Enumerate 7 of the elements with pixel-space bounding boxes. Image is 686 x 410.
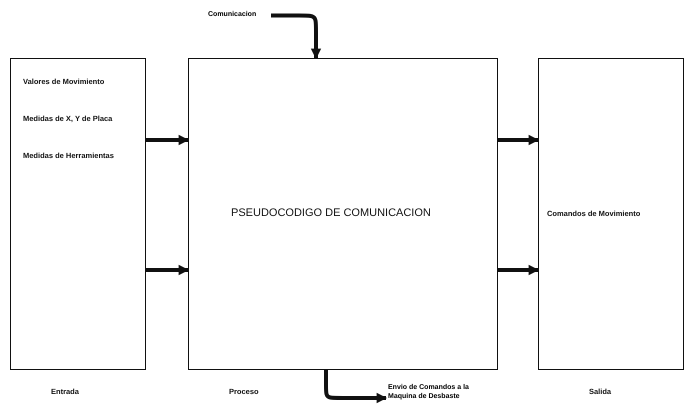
arrow — [498, 134, 540, 146]
arrow — [324, 370, 388, 404]
arrow — [271, 14, 322, 60]
main-text: PSEUDOCODIGO DE COMUNICACION — [231, 207, 431, 219]
arrow — [146, 264, 190, 276]
arrow — [146, 134, 190, 146]
arrow — [498, 264, 540, 276]
